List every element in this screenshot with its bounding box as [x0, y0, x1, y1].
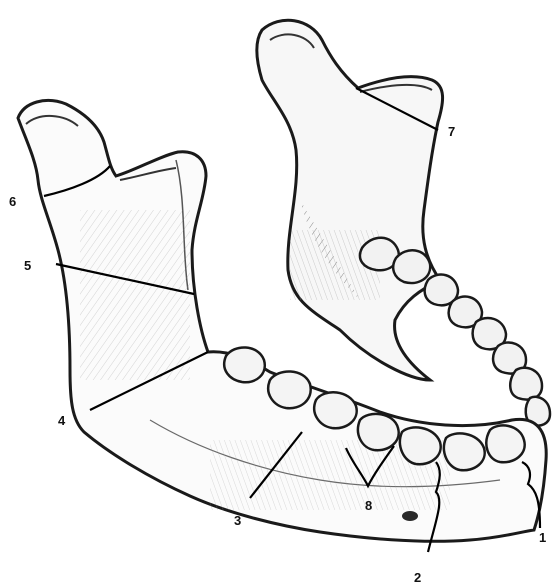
label-3: 3 — [234, 514, 241, 527]
far-ramus — [257, 20, 443, 380]
mental-foramen — [402, 511, 418, 521]
label-4: 4 — [58, 414, 65, 427]
label-1: 1 — [539, 531, 546, 544]
label-6: 6 — [9, 195, 16, 208]
label-7: 7 — [448, 125, 455, 138]
label-8: 8 — [365, 499, 372, 512]
label-5: 5 — [24, 259, 31, 272]
label-2: 2 — [414, 571, 421, 584]
